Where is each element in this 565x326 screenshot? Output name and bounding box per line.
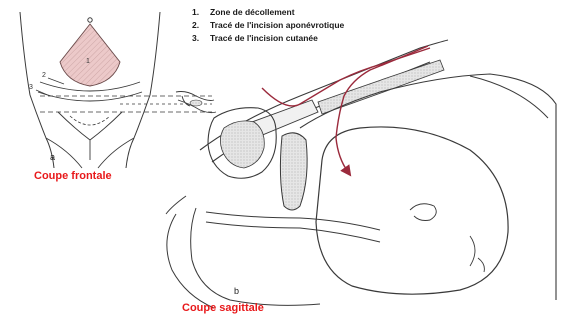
frontal-view-drawing — [20, 12, 216, 168]
perineum — [167, 214, 214, 308]
pelvic-floor-lower — [206, 222, 380, 242]
fetal-face-detail — [470, 236, 484, 272]
sagittal-view-drawing — [166, 40, 556, 308]
leader-line-2 — [48, 78, 64, 84]
fascia-strip — [318, 60, 444, 114]
legend-item-aponeurotic: 2.Tracé de l'incision aponévrotique — [192, 19, 344, 32]
frontal-caption: Coupe frontale — [34, 170, 112, 182]
legend-number: 2. — [192, 19, 210, 32]
inguinal-fold-left — [58, 112, 90, 140]
legend-item-cutaneous: 3.Tracé de l'incision cutanée — [192, 32, 344, 45]
pelvic-floor-upper — [206, 212, 380, 230]
decollement-zone — [60, 24, 120, 86]
sagittal-caption: Coupe sagittale — [182, 302, 264, 314]
legend-label: Zone de décollement — [210, 7, 295, 17]
marker-zone: 1 — [86, 58, 90, 65]
legend-item-decollement: 1.Zone de décollement — [192, 6, 344, 19]
aponeurotic-incision-path — [336, 46, 428, 172]
legend-label: Tracé de l'incision cutanée — [210, 33, 318, 43]
posterior-wall — [470, 76, 548, 118]
legend-number: 1. — [192, 6, 210, 19]
legend-label: Tracé de l'incision aponévrotique — [210, 20, 344, 30]
pubic-curve — [70, 116, 110, 125]
marker-aponeurotic: 2 — [42, 72, 46, 79]
bladder-inner — [220, 121, 264, 168]
panel-b-letter: b — [234, 286, 239, 296]
torso-right-outline — [126, 12, 160, 168]
torso-left-outline — [20, 12, 54, 168]
legend-number: 3. — [192, 32, 210, 45]
panel-a-letter: a — [50, 152, 55, 162]
navel — [88, 18, 92, 22]
mini-inset-organ — [190, 100, 202, 106]
marker-cutaneous: 3 — [29, 84, 33, 91]
leader-line-3 — [36, 90, 50, 96]
pubic-symphysis — [280, 133, 307, 210]
cutaneous-incision-line — [38, 92, 142, 101]
fetal-ear — [410, 204, 436, 221]
peritoneum-outline — [300, 74, 556, 300]
lower-skin-fold — [166, 196, 186, 214]
legend: 1.Zone de décollement 2.Tracé de l'incis… — [192, 6, 344, 45]
uterus-outline — [316, 127, 508, 294]
inguinal-fold-right — [90, 112, 122, 140]
